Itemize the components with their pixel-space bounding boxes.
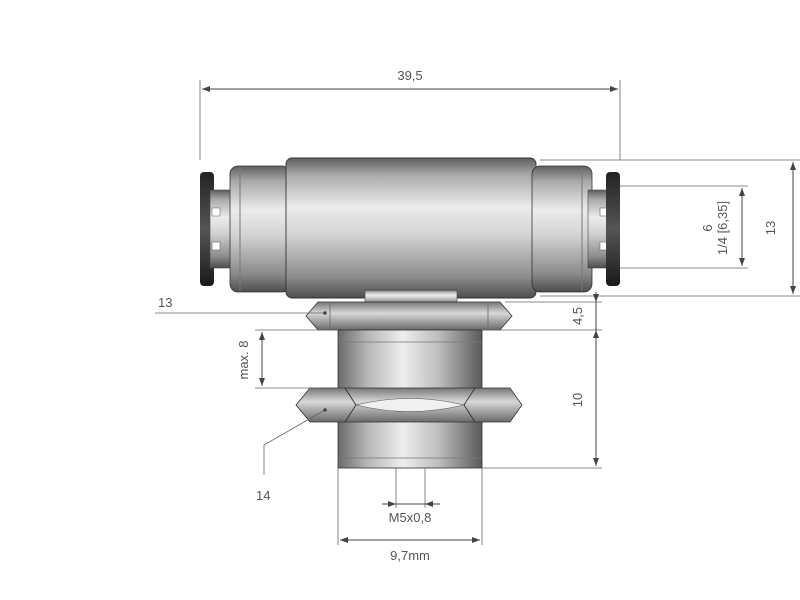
left-end-cap bbox=[229, 165, 291, 293]
fitting-body bbox=[200, 157, 620, 299]
dim-thread-size: M5x0,8 bbox=[389, 510, 432, 525]
dim-tube-imperial: 1/4 [6,35] bbox=[715, 201, 730, 255]
upper-hex-nut bbox=[305, 301, 513, 331]
left-collet bbox=[209, 189, 233, 269]
dim-upper-nut: 13 bbox=[158, 295, 172, 310]
right-end-cap bbox=[531, 165, 593, 293]
dim-tube-metric: 6 bbox=[700, 224, 715, 231]
dim-thread-length: 10 bbox=[570, 393, 585, 407]
main-tube bbox=[285, 157, 537, 299]
dim-nut-height: 4,5 bbox=[570, 307, 585, 325]
lower-lock-nut bbox=[295, 387, 523, 423]
dim-panel-max: max. 8 bbox=[236, 340, 251, 379]
right-collet-ring bbox=[606, 172, 620, 286]
dim-thread-diameter: 9,7mm bbox=[390, 548, 430, 563]
dim-lower-nut: 14 bbox=[256, 488, 270, 503]
dim-body-height: 13 bbox=[763, 221, 778, 235]
dim-overall-length: 39,5 bbox=[397, 68, 422, 83]
